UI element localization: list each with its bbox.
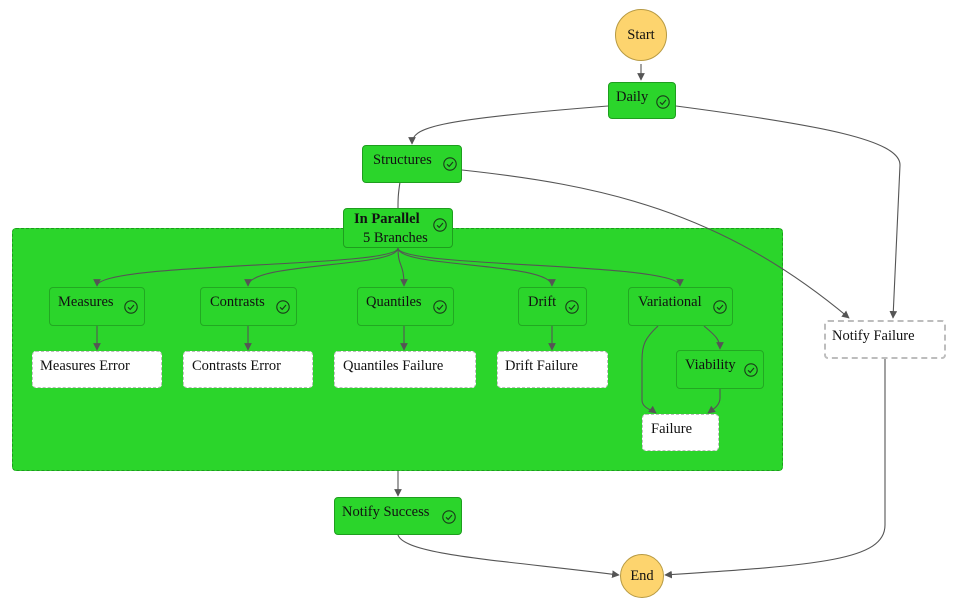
in-parallel-node[interactable]: In Parallel 5 Branches bbox=[343, 208, 453, 248]
contrasts-node[interactable]: Contrasts bbox=[200, 287, 297, 326]
succeeded-check-icon bbox=[433, 218, 447, 232]
contrasts-error-node[interactable]: Contrasts Error bbox=[183, 351, 313, 388]
quantiles-label: Quantiles bbox=[366, 294, 422, 310]
succeeded-check-icon bbox=[713, 300, 727, 314]
notify-failure-node[interactable]: Notify Failure bbox=[824, 320, 946, 359]
viability-label: Viability bbox=[685, 357, 736, 373]
start-label: Start bbox=[627, 26, 655, 43]
daily-label: Daily bbox=[616, 89, 649, 105]
succeeded-check-icon bbox=[124, 300, 138, 314]
drift-failure-label: Drift Failure bbox=[505, 358, 578, 374]
start-node[interactable]: Start bbox=[615, 9, 667, 61]
structures-label: Structures bbox=[373, 152, 432, 168]
succeeded-check-icon bbox=[276, 300, 290, 314]
succeeded-check-icon bbox=[433, 300, 447, 314]
edge-structures-parallel bbox=[397, 181, 401, 209]
measures-label: Measures bbox=[58, 294, 114, 310]
viability-node[interactable]: Viability bbox=[676, 350, 764, 389]
quantiles-failure-node[interactable]: Quantiles Failure bbox=[334, 351, 476, 388]
in-parallel-title: In Parallel bbox=[354, 211, 420, 227]
in-parallel-subtitle: 5 Branches bbox=[363, 230, 428, 246]
notify-success-node[interactable]: Notify Success bbox=[334, 497, 462, 535]
failure-node[interactable]: Failure bbox=[642, 414, 719, 451]
succeeded-check-icon bbox=[443, 157, 457, 171]
succeeded-check-icon bbox=[744, 363, 758, 377]
edge-daily-structures bbox=[408, 105, 609, 145]
measures-error-label: Measures Error bbox=[40, 358, 130, 374]
contrasts-error-label: Contrasts Error bbox=[192, 358, 281, 374]
contrasts-label: Contrasts bbox=[210, 294, 265, 310]
succeeded-check-icon bbox=[656, 95, 670, 109]
measures-error-node[interactable]: Measures Error bbox=[32, 351, 162, 388]
edge-notify-success-end bbox=[397, 534, 620, 578]
drift-label: Drift bbox=[528, 294, 557, 310]
quantiles-node[interactable]: Quantiles bbox=[357, 287, 454, 326]
succeeded-check-icon bbox=[565, 300, 579, 314]
failure-label: Failure bbox=[651, 421, 693, 437]
notify-failure-label: Notify Failure bbox=[832, 328, 915, 344]
succeeded-check-icon bbox=[442, 510, 456, 524]
notify-success-label: Notify Success bbox=[342, 504, 430, 520]
drift-failure-node[interactable]: Drift Failure bbox=[497, 351, 608, 388]
structures-node[interactable]: Structures bbox=[362, 145, 462, 183]
variational-label: Variational bbox=[638, 294, 702, 310]
measures-node[interactable]: Measures bbox=[49, 287, 145, 326]
end-node[interactable]: End bbox=[620, 554, 664, 598]
drift-node[interactable]: Drift bbox=[518, 287, 587, 326]
quantiles-failure-label: Quantiles Failure bbox=[343, 358, 444, 374]
daily-node[interactable]: Daily bbox=[608, 82, 676, 119]
end-label: End bbox=[630, 567, 654, 584]
variational-node[interactable]: Variational bbox=[628, 287, 733, 326]
